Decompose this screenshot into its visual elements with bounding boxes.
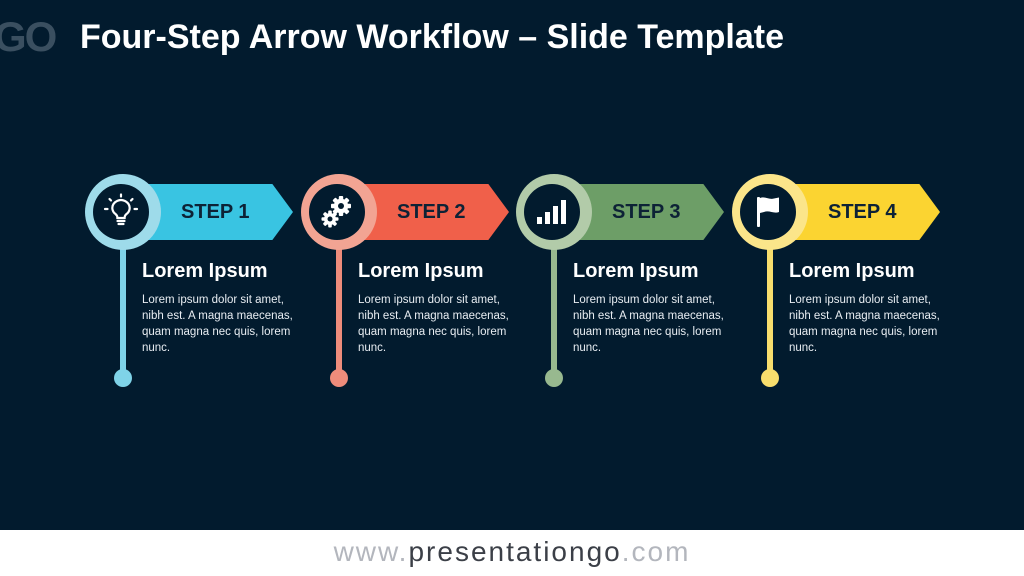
flag-icon (742, 186, 794, 238)
step-3-end-dot (545, 369, 563, 387)
step-3-icon-core (524, 184, 580, 240)
slide-title: Four-Step Arrow Workflow – Slide Templat… (80, 18, 785, 56)
step-4-connector-line (767, 234, 773, 378)
slide-canvas: GO Four-Step Arrow Workflow – Slide Temp… (0, 0, 1024, 530)
workflow-step-3: STEP 3 Lorem Ipsum Lorem ipsum dolor sit… (516, 174, 738, 390)
step-4-icon-ring (732, 174, 808, 250)
footer-url-suffix: .com (621, 536, 691, 567)
footer-website: www.presentationgo.com (0, 530, 1024, 576)
step-1-label: STEP 1 (181, 201, 250, 223)
brand-logo: GO (0, 13, 57, 60)
step-3-description: Lorem ipsum dolor sit amet, nibh est. A … (573, 294, 724, 354)
step-1-icon-ring (85, 174, 161, 250)
step-2-heading: Lorem Ipsum (358, 260, 484, 282)
step-4-icon-core (740, 184, 796, 240)
step-3-heading: Lorem Ipsum (573, 260, 699, 282)
step-1-description: Lorem ipsum dolor sit amet, nibh est. A … (142, 294, 293, 354)
workflow-step-2: STEP 2 (301, 174, 523, 390)
step-3-icon-ring (516, 174, 592, 250)
step-2-icon-ring (301, 174, 377, 250)
step-4-label: STEP 4 (828, 201, 897, 223)
step-4-end-dot (761, 369, 779, 387)
step-2-end-dot (330, 369, 348, 387)
gears-icon (311, 186, 363, 238)
footer-url-domain: presentationgo (408, 536, 622, 567)
footer-url-prefix: www. (333, 536, 409, 567)
step-1-heading: Lorem Ipsum (142, 260, 268, 282)
step-2-description: Lorem ipsum dolor sit amet, nibh est. A … (358, 294, 509, 354)
bar-chart-icon (526, 186, 578, 238)
step-3-label: STEP 3 (612, 201, 681, 223)
workflow-step-1: STEP 1 Lore (85, 174, 307, 390)
step-1-end-dot (114, 369, 132, 387)
step-4-heading: Lorem Ipsum (789, 260, 915, 282)
step-4-description: Lorem ipsum dolor sit amet, nibh est. A … (789, 294, 940, 354)
step-2-label: STEP 2 (397, 201, 466, 223)
step-1-connector-line (120, 234, 126, 378)
step-1-icon-core (93, 184, 149, 240)
step-2-connector-line (336, 234, 342, 378)
lightbulb-icon (95, 186, 147, 238)
workflow-step-4: STEP 4 Lorem Ipsum Lorem ipsum dolor sit… (732, 174, 954, 390)
step-3-connector-line (551, 234, 557, 378)
